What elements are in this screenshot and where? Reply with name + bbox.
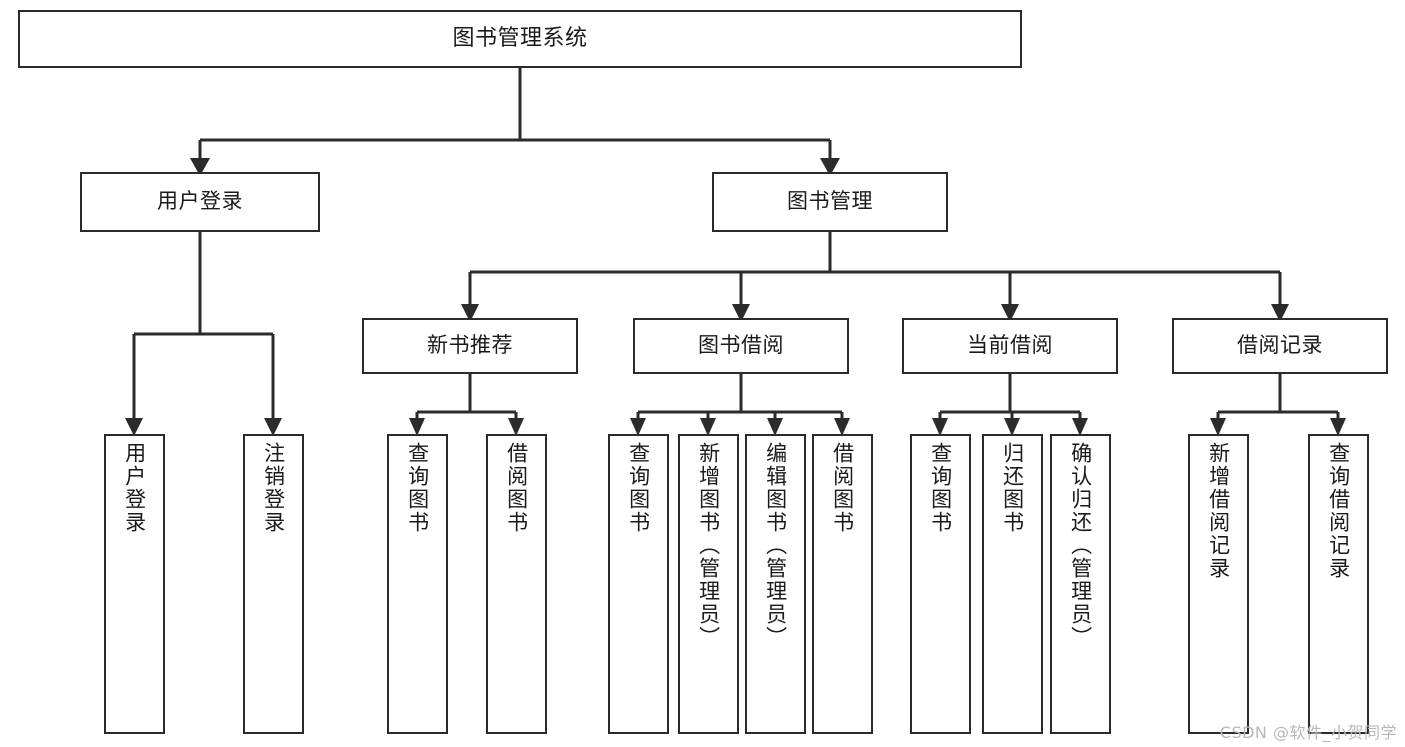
node-user-login[interactable]: 用户登录 (80, 172, 320, 232)
node-user-login-label: 用户登录 (157, 189, 243, 214)
node-leaf-user-login[interactable]: 用户登录 (104, 434, 165, 734)
node-book-borrow-label: 图书借阅 (698, 333, 784, 358)
node-leaf-query-book-2-label: 查询图书 (626, 442, 651, 534)
node-book-management[interactable]: 图书管理 (712, 172, 948, 232)
node-leaf-edit-book-label: 编辑图书（管理员） (763, 442, 788, 649)
node-root-label: 图书管理系统 (452, 25, 588, 51)
node-leaf-borrow-book-2-label: 借阅图书 (830, 442, 855, 534)
node-borrow-record[interactable]: 借阅记录 (1172, 318, 1388, 374)
node-leaf-query-record-label: 查询借阅记录 (1326, 442, 1351, 580)
node-book-borrow[interactable]: 图书借阅 (633, 318, 849, 374)
node-borrow-record-label: 借阅记录 (1237, 333, 1323, 358)
node-leaf-return-book[interactable]: 归还图书 (982, 434, 1043, 734)
csdn-watermark: CSDN @软件_小贺同学 (1219, 723, 1397, 742)
node-current-borrow-label: 当前借阅 (967, 333, 1053, 358)
node-leaf-edit-book[interactable]: 编辑图书（管理员） (745, 434, 806, 734)
node-leaf-query-record[interactable]: 查询借阅记录 (1308, 434, 1369, 734)
node-new-book-recommend-label: 新书推荐 (427, 333, 513, 358)
node-new-book-recommend[interactable]: 新书推荐 (362, 318, 578, 374)
node-leaf-confirm-return-label: 确认归还（管理员） (1068, 442, 1093, 649)
node-leaf-add-book-label: 新增图书（管理员） (696, 442, 721, 649)
node-leaf-query-book-2[interactable]: 查询图书 (608, 434, 669, 734)
node-leaf-borrow-book-1[interactable]: 借阅图书 (486, 434, 547, 734)
node-leaf-logout-label: 注销登录 (261, 442, 286, 534)
node-leaf-query-book-1-label: 查询图书 (405, 442, 430, 534)
node-leaf-user-login-label: 用户登录 (122, 442, 147, 534)
node-leaf-query-book-1[interactable]: 查询图书 (387, 434, 448, 734)
node-leaf-query-book-3-label: 查询图书 (928, 442, 953, 534)
node-leaf-logout[interactable]: 注销登录 (243, 434, 304, 734)
node-current-borrow[interactable]: 当前借阅 (902, 318, 1118, 374)
node-leaf-confirm-return[interactable]: 确认归还（管理员） (1050, 434, 1111, 734)
node-leaf-return-book-label: 归还图书 (1000, 442, 1025, 534)
node-leaf-add-book[interactable]: 新增图书（管理员） (678, 434, 739, 734)
node-leaf-add-record[interactable]: 新增借阅记录 (1188, 434, 1249, 734)
node-book-management-label: 图书管理 (787, 189, 873, 214)
node-leaf-borrow-book-1-label: 借阅图书 (504, 442, 529, 534)
node-root[interactable]: 图书管理系统 (18, 10, 1022, 68)
node-leaf-borrow-book-2[interactable]: 借阅图书 (812, 434, 873, 734)
node-leaf-query-book-3[interactable]: 查询图书 (910, 434, 971, 734)
node-leaf-add-record-label: 新增借阅记录 (1206, 442, 1231, 580)
